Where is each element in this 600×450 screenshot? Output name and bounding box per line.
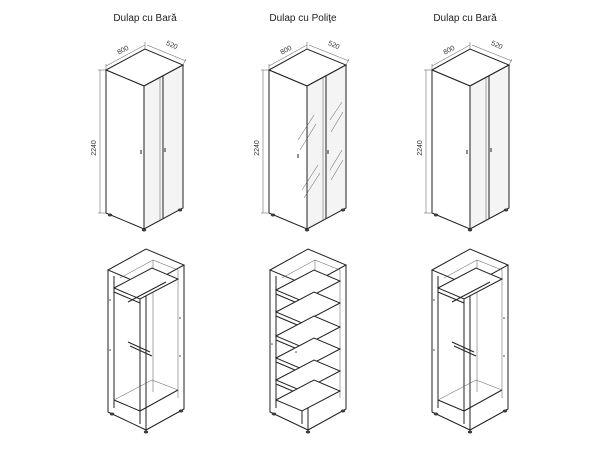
dim-width: 800	[442, 45, 456, 57]
dim-height: 2240	[91, 140, 98, 156]
dim-depth: 520	[490, 40, 504, 51]
rail-bracket	[451, 341, 475, 353]
rail-bracket	[127, 341, 151, 353]
cabinet-2-open	[268, 248, 348, 434]
dim-depth: 520	[165, 40, 179, 51]
hanging-rail	[451, 281, 491, 303]
dim-height: 2240	[417, 140, 424, 156]
hanging-rail	[127, 281, 167, 303]
cabinet-2-title: Dulap cu Poliţe	[269, 13, 337, 24]
cabinet-3-closed: Dulap cu Bară 800 520 2240	[417, 13, 513, 232]
cabinet-1-open	[106, 248, 186, 434]
dim-depth: 520	[327, 40, 341, 51]
cabinet-3-title: Dulap cu Bară	[433, 13, 497, 24]
cabinet-3-open	[430, 248, 510, 434]
cabinet-1-title: Dulap cu Bară	[113, 13, 177, 24]
dim-width: 800	[116, 45, 130, 57]
dim-height: 2240	[254, 140, 261, 156]
shelves	[274, 269, 342, 412]
cabinet-2-closed: Dulap cu Poliţe 800 520 2240	[254, 13, 350, 232]
cabinet-1-closed: Dulap cu Bară 800 520 2240	[91, 13, 187, 232]
dim-width: 800	[279, 45, 293, 57]
